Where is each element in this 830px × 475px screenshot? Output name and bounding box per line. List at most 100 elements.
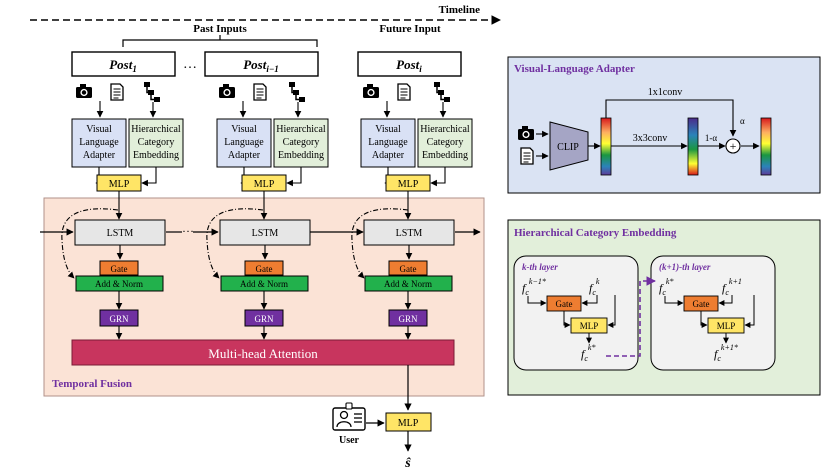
sum-symbol: + [730,139,737,153]
user-label: User [339,435,360,446]
one-minus-alpha-label: 1-α [705,133,717,143]
hce-left-layer [513,255,639,371]
final-mlp-label: MLP [398,418,419,429]
hce-left-gate-label: Gate [556,299,573,309]
lstm-label: LSTM [396,228,423,239]
sum-node [725,138,741,154]
hce-box-label: Category [283,137,320,148]
hce-right-output: fck+1* [714,343,738,363]
vla-box-label: Language [368,137,408,148]
vla-box [360,118,416,168]
hierarchy-icon [288,81,306,103]
post-label-3: Posti [396,57,422,74]
document-icon [397,83,411,101]
output-symbol: ŝ [404,456,411,471]
hce-right-input-current: fck+1 [722,277,742,297]
document-icon [520,147,534,165]
feature-map-2 [687,117,699,176]
camera-icon [76,84,92,98]
hce-left-input-current: fck [589,277,600,297]
gate-label: Gate [256,264,273,274]
camera-icon [219,84,235,98]
user-icon [332,402,366,431]
vla-box [71,118,127,168]
gate-block [388,260,428,276]
hce-panel-title: Hierarchical Category Embedding [514,227,677,239]
add-norm-label: Add & Norm [240,279,288,289]
camera-icon [363,84,379,98]
past-inputs-bracket [122,35,318,47]
vla-box-label: Adapter [372,150,405,161]
vla-box [216,118,272,168]
hce-box-label: Embedding [278,150,324,161]
grn-label: GRN [109,314,129,324]
vla-box-label: Adapter [83,150,116,161]
vla-box-label: Language [224,137,264,148]
feature-map-out [760,117,772,176]
post-box-1 [71,51,176,77]
past-inputs-label: Past Inputs [193,23,247,35]
hce-box-label: Embedding [422,150,468,161]
vla-box-label: Visual [231,124,257,135]
hce-right-layer [650,255,776,371]
hce-layer-connection [606,276,656,357]
multihead-attention-label: Multi-head Attention [208,346,318,361]
hce-box-label: Category [427,137,464,148]
hce-box-label: Hierarchical [131,124,181,135]
hce-left-layer-label: k-th layer [522,262,558,272]
vla-box-label: Adapter [228,150,261,161]
gate-label: Gate [400,264,417,274]
post-box-2 [204,51,319,77]
hce-box-label: Hierarchical [276,124,326,135]
temporal-fusion-label: Temporal Fusion [52,378,132,390]
vla-panel-title: Visual-Language Adapter [514,63,635,75]
clip-encoder [549,121,589,171]
hce-box [273,118,329,168]
hce-box-label: Embedding [133,150,179,161]
hce-right-input-prev: fck* [659,277,673,297]
hce-left-input-prev: fck−1* [522,277,546,297]
timeline-label: Timeline [439,4,480,16]
add-norm-label: Add & Norm [95,279,143,289]
hce-right-mlp-label: MLP [717,321,736,331]
future-input-label: Future Input [379,23,441,35]
grn-label: GRN [254,314,274,324]
vla-box-label: Visual [375,124,401,135]
mlp-label: MLP [109,179,130,190]
clip-label: CLIP [557,142,579,153]
document-icon [110,83,124,101]
hierarchy-icon [433,81,451,103]
vla-box-label: Language [79,137,119,148]
hce-left-mlp-label: MLP [580,321,599,331]
conv1x1-label: 1x1conv [648,87,682,98]
document-icon [253,83,267,101]
mlp-label: MLP [398,179,419,190]
post-box-3 [357,51,462,77]
post-ellipsis: … [183,57,197,72]
lstm-ellipsis: … [182,221,194,235]
hce-box-label: Category [138,137,175,148]
hce-box-label: Hierarchical [420,124,470,135]
lstm-label: LSTM [107,228,134,239]
gate-block [99,260,139,276]
post-label-1: Post1 [109,57,137,74]
conv3x3-label: 3x3conv [633,133,667,144]
hce-right-gate-label: Gate [693,299,710,309]
alpha-label: α [740,116,745,126]
multihead-attention-block [71,339,455,366]
lstm-label: LSTM [252,228,279,239]
grn-label: GRN [398,314,418,324]
mlp-label: MLP [254,179,275,190]
post-label-2: Posti−1 [243,57,279,74]
gate-block [244,260,284,276]
hce-left-output: fck* [581,343,595,363]
vla-box-label: Visual [86,124,112,135]
gate-label: Gate [111,264,128,274]
hce-right-layer-label: (k+1)-th layer [659,262,711,272]
lstm-block [219,219,311,246]
hierarchy-icon [143,81,161,103]
add-norm-label: Add & Norm [384,279,432,289]
feature-map-1 [600,117,612,176]
hce-box [128,118,184,168]
